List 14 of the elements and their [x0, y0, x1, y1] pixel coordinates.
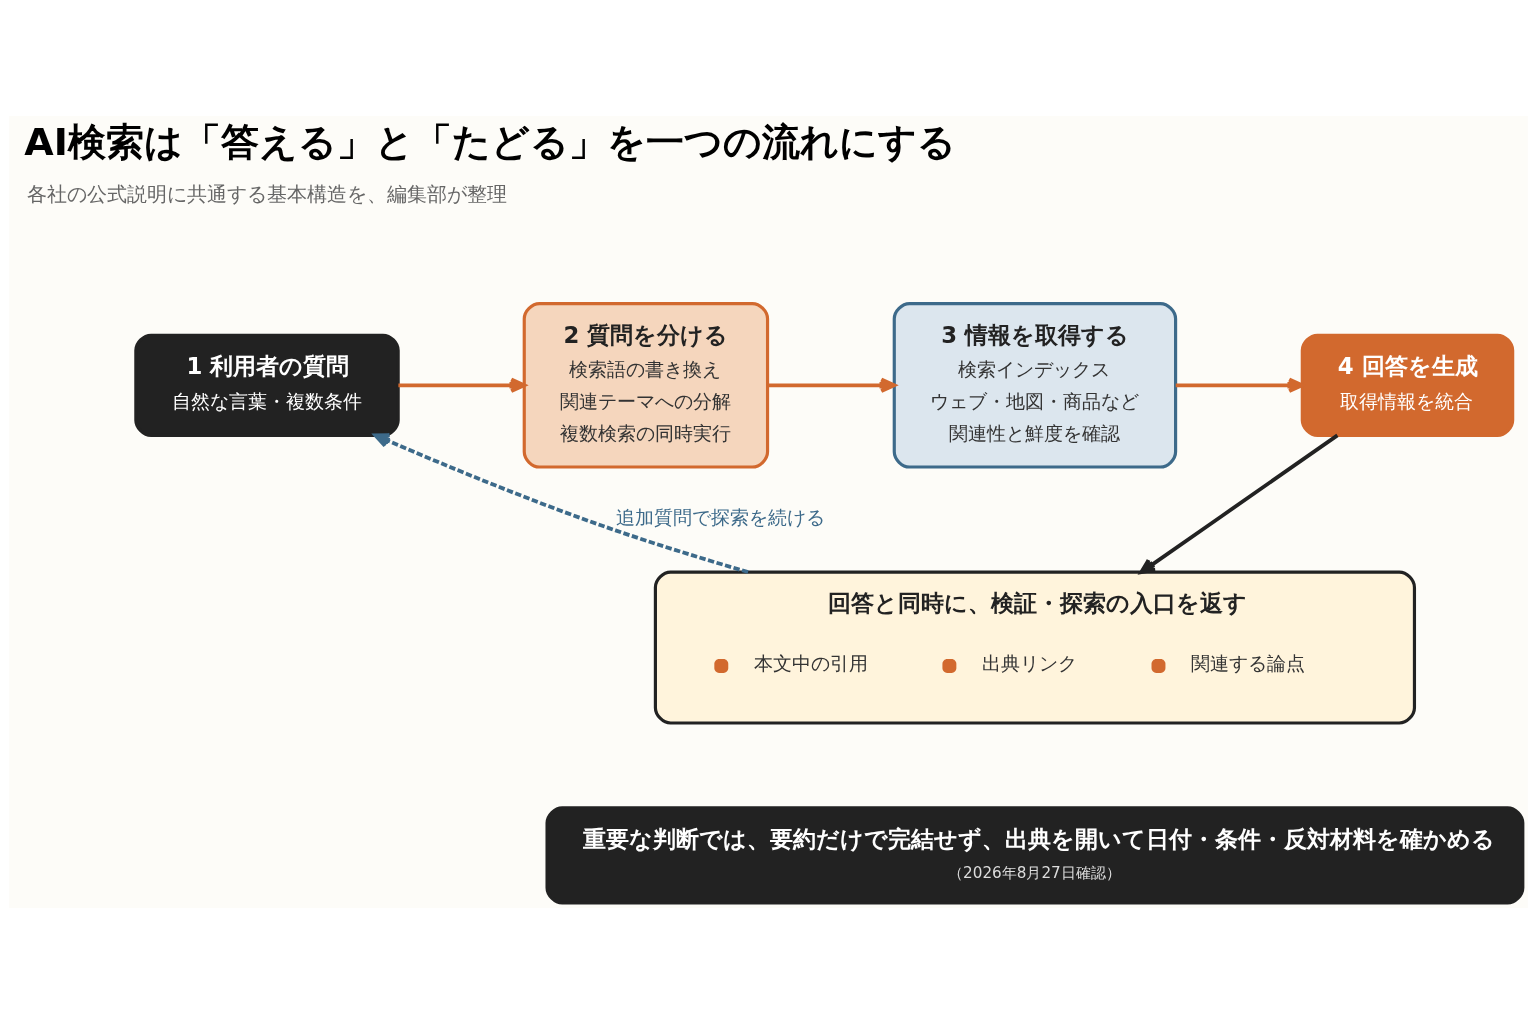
node-box: 3 情報を取得する 検索インデックス ウェブ・地図・商品など 関連性と鮮度を確認 [892, 301, 1177, 469]
arrow [1175, 377, 1304, 393]
label: 各社の公式説明に共通する基本構造を、編集部が整理 [26, 181, 507, 206]
arrow [767, 377, 896, 393]
diagram-title: AI検索は「答える」と「たどる」を一つの流れにする [23, 120, 956, 165]
arrow [1138, 433, 1338, 574]
node-box: 4 回答を生成 取得情報を統合 [1300, 333, 1514, 437]
arrow [397, 377, 526, 393]
arrow [373, 433, 749, 574]
edge-label: 追加質問で探索を続ける [615, 506, 825, 529]
node-box: 重要な判断では、要約だけで完結せず、出典を開いて日付・条件・反対材料を確かめる （2026年8月27日確認） [544, 806, 1524, 905]
node-box: 回答と同時に、検証・探索の入口を返す 本文中の引用 出典リンク 関連する論点 [653, 570, 1416, 725]
node-box: 1 利用者の質問 自然な言葉・複数条件 [133, 333, 400, 437]
node-box: 2 質問を分ける 検索語の書き換え 関連テーマへの分解 複数検索の同時実行 [522, 301, 769, 469]
